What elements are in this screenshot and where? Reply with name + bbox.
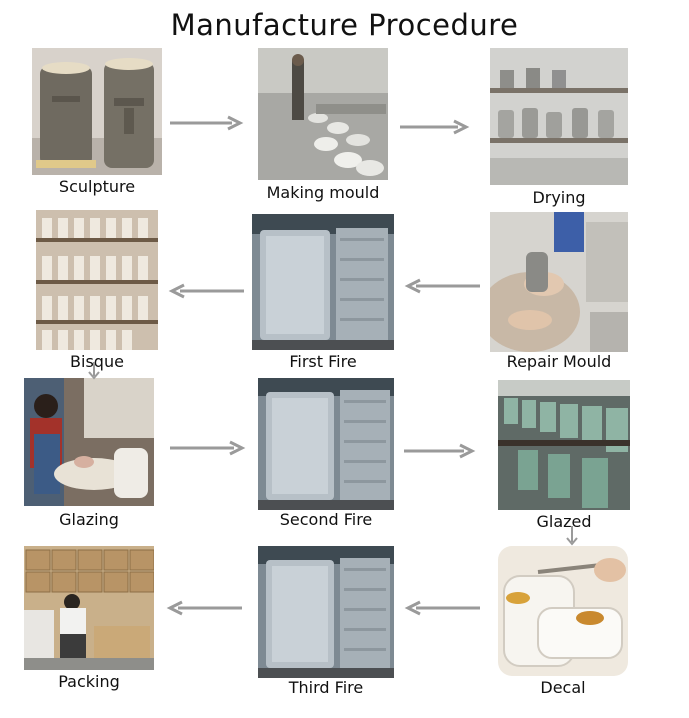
glazed-pieces-photo	[498, 380, 630, 510]
kiln-photo	[258, 546, 394, 678]
step-label: Glazed	[536, 512, 592, 531]
arrow-down-icon	[566, 526, 578, 546]
arrow-right-icon	[168, 440, 248, 456]
arrow-right-icon	[168, 115, 246, 131]
arrow-left-icon	[166, 283, 246, 299]
step-label: Drying	[532, 188, 586, 207]
step-label: Bisque	[70, 352, 124, 371]
step-label: First Fire	[289, 352, 357, 371]
step-label: Repair Mould	[506, 352, 612, 371]
step-label: Second Fire	[279, 510, 373, 529]
clay-sculpture-photo	[32, 48, 162, 175]
packing-cartons-photo	[24, 546, 154, 670]
arrow-left-icon	[164, 600, 244, 616]
bisque-shelves-photo	[36, 210, 158, 350]
arrow-left-icon	[402, 278, 482, 294]
arrow-down-icon	[88, 362, 100, 380]
step-label: Third Fire	[288, 678, 364, 697]
step-label: Glazing	[59, 510, 119, 529]
arrow-right-icon	[398, 119, 472, 135]
repair-mould-photo	[490, 212, 628, 352]
step-label: Decal	[540, 678, 586, 697]
arrow-right-icon	[402, 443, 478, 459]
kiln-photo	[258, 378, 394, 510]
drying-racks-photo	[490, 48, 628, 185]
mould-making-photo	[258, 48, 388, 180]
step-label: Packing	[58, 672, 120, 691]
diagram-title: Manufacture Procedure	[170, 8, 519, 42]
kiln-photo	[252, 214, 394, 350]
decal-application-photo	[498, 546, 628, 676]
glazing-worker-photo	[24, 378, 154, 506]
arrow-left-icon	[402, 600, 482, 616]
step-label: Sculpture	[58, 177, 136, 196]
step-label: Making mould	[266, 183, 380, 202]
